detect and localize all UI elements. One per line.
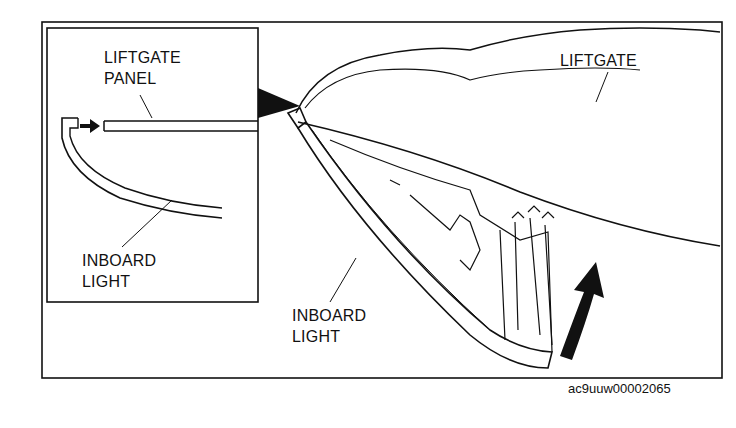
part-label: LIFTGATE	[560, 50, 670, 71]
part-label: INBOARD LIGHT	[82, 250, 202, 292]
part-label: LIFTGATE PANEL	[104, 47, 200, 89]
figure-code: ac9uuw00002065	[568, 381, 718, 397]
part-label: INBOARD LIGHT	[292, 305, 412, 347]
